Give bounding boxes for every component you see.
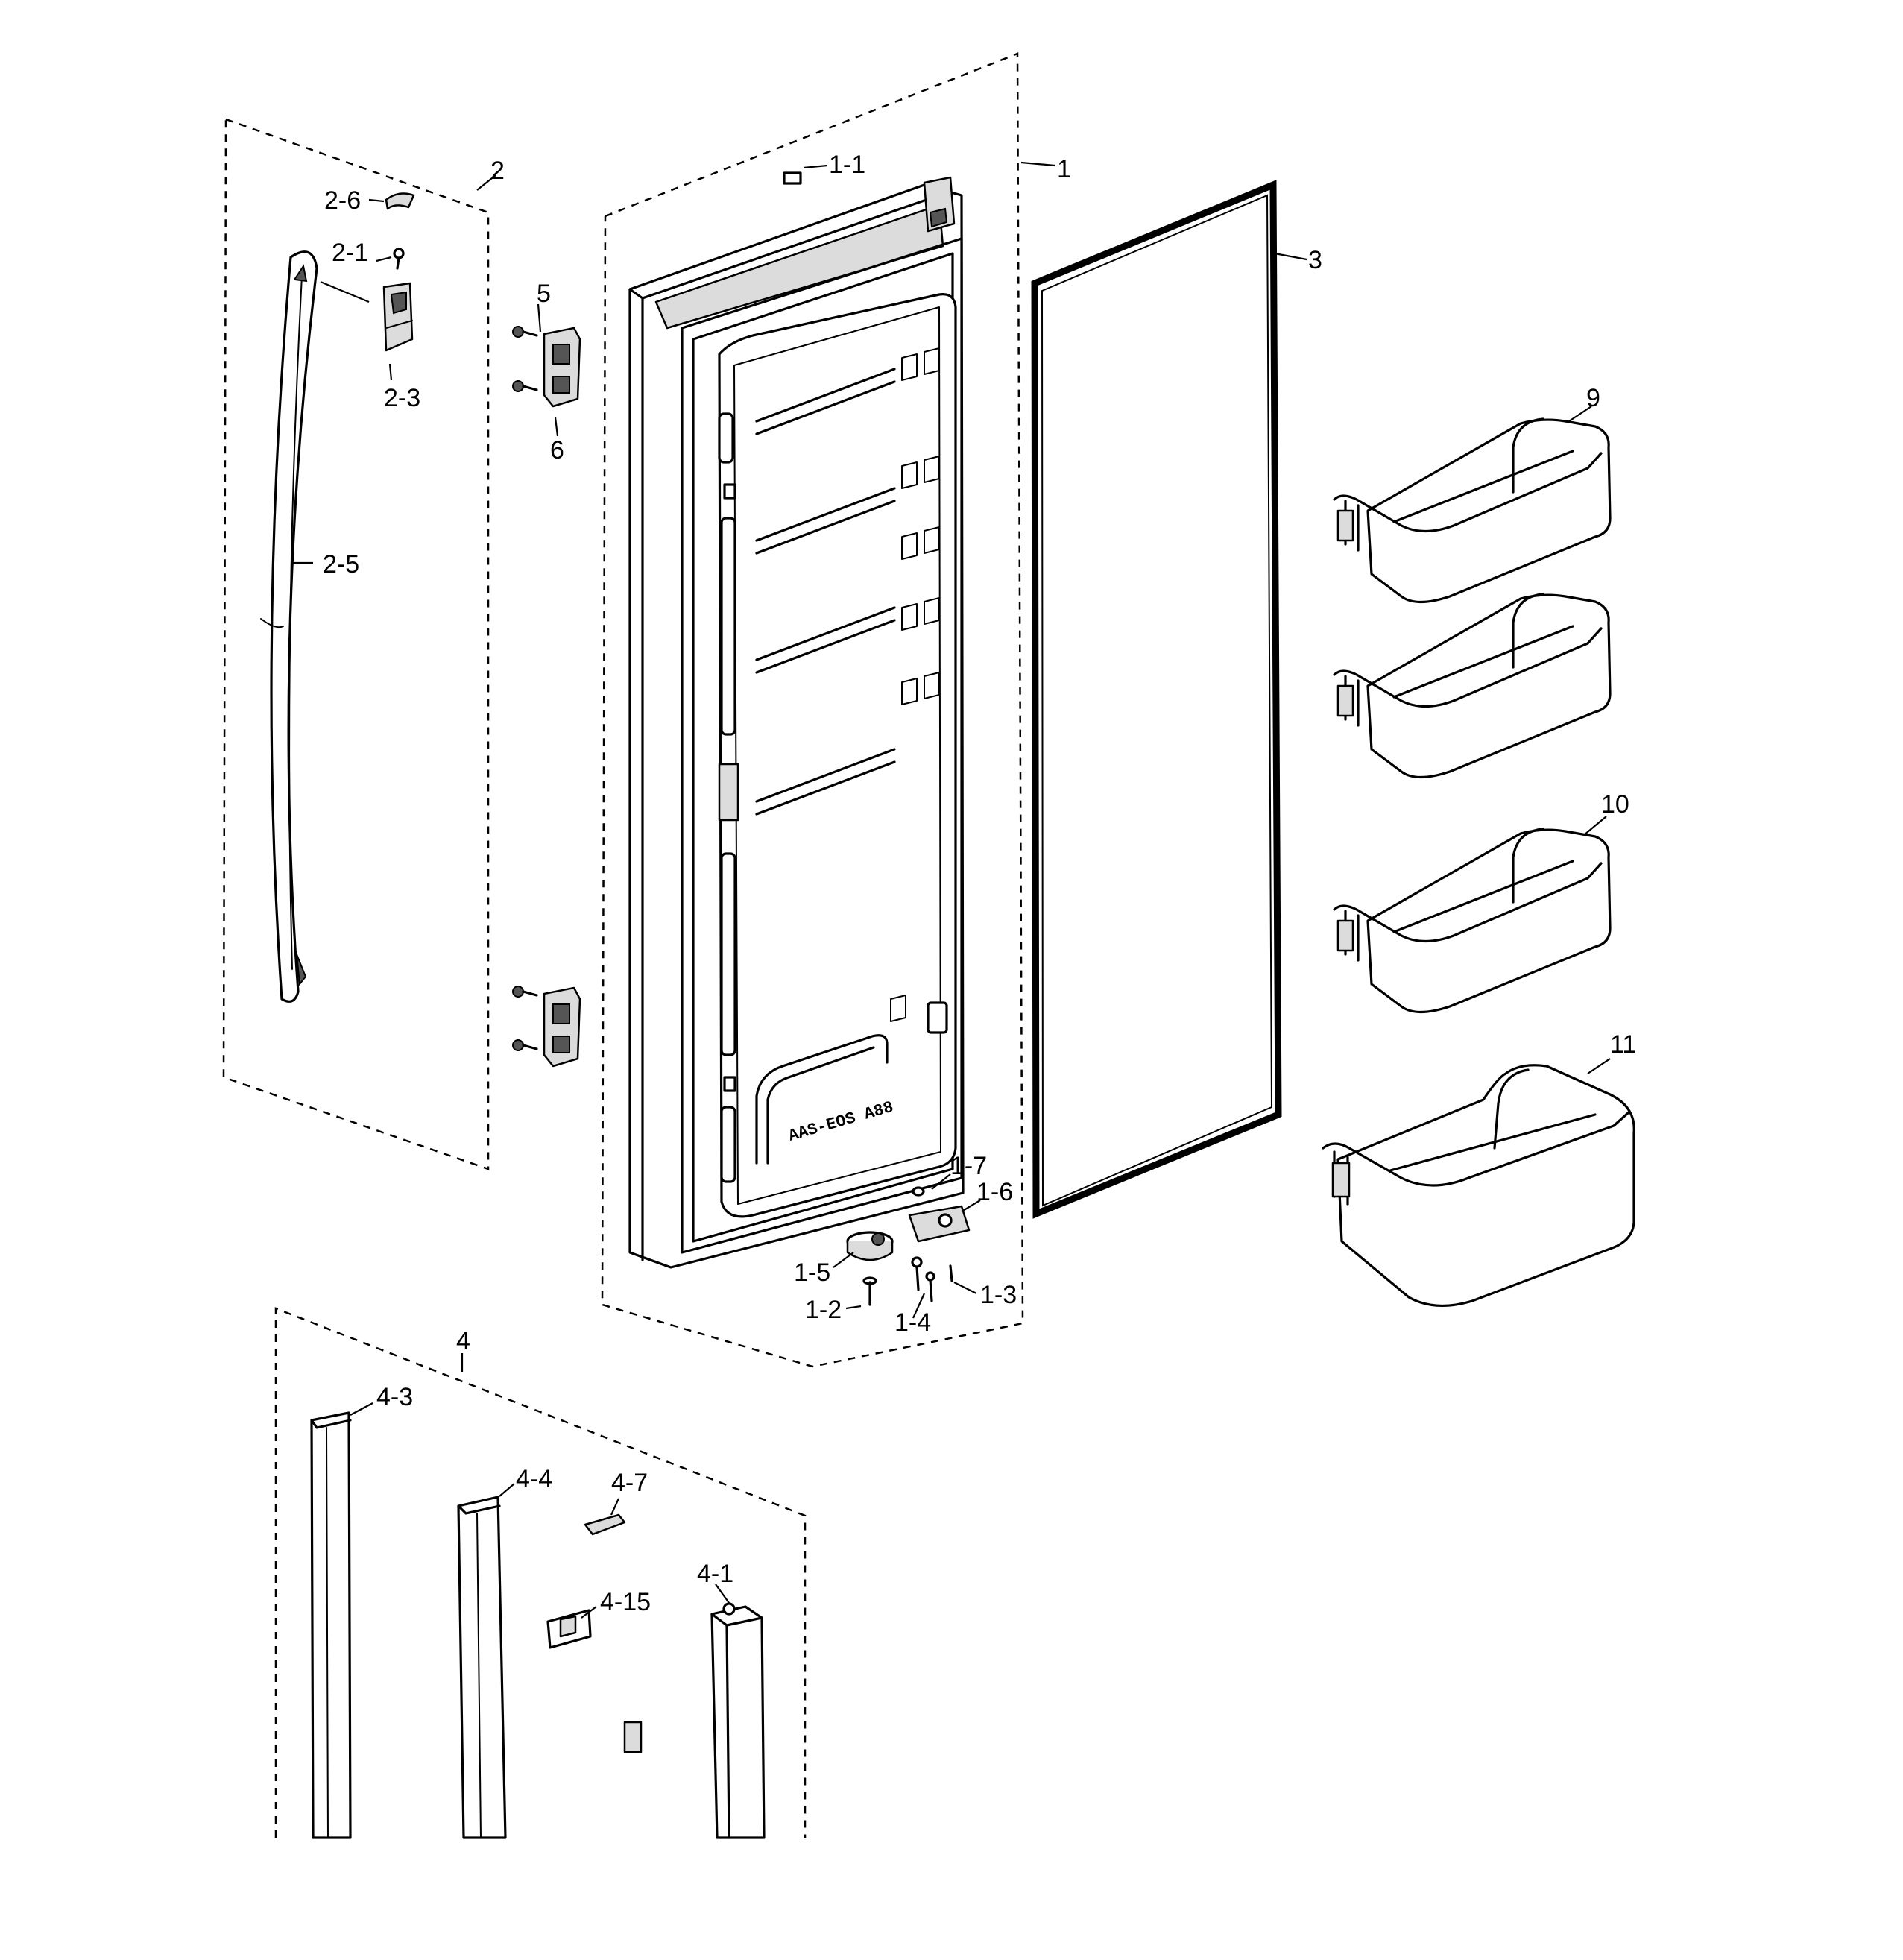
door-bin-part-9-upper bbox=[1333, 417, 1612, 604]
door-bin-part-10 bbox=[1333, 828, 1612, 1014]
label-2-1: 2-1 bbox=[332, 239, 368, 267]
label-1-4: 1-4 bbox=[894, 1308, 931, 1337]
label-4-15: 4-15 bbox=[600, 1588, 651, 1616]
label-4-7: 4-7 bbox=[611, 1469, 648, 1497]
label-1-1: 1-1 bbox=[829, 151, 865, 179]
label-11: 11 bbox=[1610, 1030, 1636, 1059]
group-1-boundary bbox=[601, 52, 1024, 1368]
label-10: 10 bbox=[1601, 790, 1629, 819]
cap-part-1-1 bbox=[783, 171, 802, 185]
pin-part-1-2 bbox=[862, 1276, 877, 1306]
label-9: 9 bbox=[1586, 384, 1600, 412]
end-cap-part-2-6 bbox=[385, 192, 415, 210]
trim-part-4-3 bbox=[310, 1411, 352, 1839]
label-2-5: 2-5 bbox=[323, 550, 359, 579]
washer-part-1-7 bbox=[912, 1186, 925, 1197]
handle-bracket-part-2-3 bbox=[382, 282, 414, 352]
group-4-boundary bbox=[274, 1307, 807, 1838]
screw-part-1-3 bbox=[949, 1264, 953, 1282]
label-1-7: 1-7 bbox=[950, 1152, 987, 1180]
label-1-3: 1-3 bbox=[980, 1281, 1017, 1309]
clip-part-4-7 bbox=[584, 1513, 626, 1536]
leader-lines bbox=[293, 161, 1611, 1619]
label-1-6: 1-6 bbox=[976, 1178, 1013, 1206]
hinge-upper-part-5 bbox=[512, 326, 581, 408]
door-assembly-part-1: AAS-EOS A88 bbox=[628, 176, 965, 1269]
trim-part-4-4 bbox=[457, 1496, 507, 1839]
label-2-6: 2-6 bbox=[324, 186, 361, 215]
trim-part-4-1 bbox=[710, 1602, 766, 1839]
hinge-bushing-part-1-5 bbox=[846, 1231, 894, 1261]
screw-part-2-1 bbox=[393, 248, 405, 270]
stopper-part-4-unlabeled bbox=[623, 1721, 643, 1753]
door-handle-part-2-5 bbox=[260, 250, 318, 1003]
label-4: 4 bbox=[456, 1327, 470, 1355]
screw-part-1-4 bbox=[911, 1256, 935, 1302]
door-bin-part-9-lower bbox=[1333, 593, 1612, 779]
label-2-3: 2-3 bbox=[384, 384, 420, 412]
label-1-2: 1-2 bbox=[805, 1296, 842, 1324]
bracket-part-4-15 bbox=[546, 1609, 592, 1649]
label-2: 2 bbox=[490, 157, 505, 185]
door-gasket-part-3 bbox=[1031, 180, 1282, 1219]
hinge-lower-part-6 bbox=[512, 986, 581, 1068]
hinge-plate-part-1-6 bbox=[908, 1205, 971, 1243]
part-labels: 1 1-1 1-2 1-3 1-4 1-5 1-6 1-7 2 2-1 2-3 … bbox=[323, 151, 1636, 1616]
group-2-boundary bbox=[222, 118, 490, 1170]
label-6: 6 bbox=[550, 436, 564, 464]
door-bin-part-11 bbox=[1322, 1064, 1635, 1307]
label-5: 5 bbox=[537, 280, 551, 308]
label-4-1: 4-1 bbox=[697, 1560, 733, 1588]
label-1: 1 bbox=[1057, 155, 1071, 183]
label-3: 3 bbox=[1308, 246, 1322, 274]
label-4-4: 4-4 bbox=[516, 1465, 552, 1493]
label-1-5: 1-5 bbox=[794, 1258, 830, 1287]
label-4-3: 4-3 bbox=[376, 1383, 413, 1411]
